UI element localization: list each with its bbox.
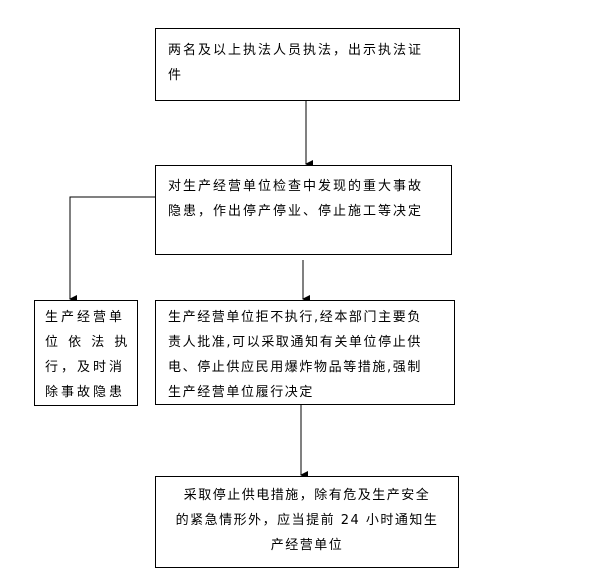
box-text-line: 两名及以上执法人员执法，出示执法证: [168, 43, 424, 58]
box-text-line: 电、停止供应民用爆炸物品等措施,强制: [168, 360, 422, 375]
box-text-line: 的紧急情形外，应当提前 24 小时通知生: [175, 513, 439, 528]
box-text-line: 责人批准,可以采取通知有关单位停止供: [168, 335, 422, 350]
box-text-line: 对生产经营单位检查中发现的重大事故: [168, 179, 424, 194]
box-text-line: 生产经营单位拒不执行,经本部门主要负: [168, 310, 422, 325]
box-text-line: 生产经营单位履行决定: [168, 385, 315, 400]
box-power-cut-notice: 采取停止供电措施，除有危及生产安全 的紧急情形外，应当提前 24 小时通知生 产…: [155, 476, 459, 568]
box-suspension-decision: 对生产经营单位检查中发现的重大事故 隐患，作出停产停业、停止施工等决定: [155, 165, 452, 255]
box-show-credentials: 两名及以上执法人员执法，出示执法证 件: [155, 28, 460, 101]
box-text-line: 生产经营单: [45, 310, 126, 325]
box-text-line: 行，及时消: [45, 360, 126, 375]
box-text-line: 除事故隐患: [45, 385, 126, 400]
box-text-line: 采取停止供电措施，除有危及生产安全: [183, 488, 431, 503]
box-text-line: 位 依 法 执: [45, 335, 131, 350]
box-text-line: 件: [168, 68, 184, 83]
arrow-step2-to-comply: [69, 196, 155, 303]
box-refuse-enforce: 生产经营单位拒不执行,经本部门主要负 责人批准,可以采取通知有关单位停止供 电、…: [155, 300, 455, 405]
box-comply: 生产经营单 位 依 法 执 行，及时消 除事故隐患: [34, 300, 138, 406]
box-text-line: 产经营单位: [270, 538, 344, 553]
box-text-line: 隐患，作出停产停业、停止施工等决定: [168, 204, 424, 219]
